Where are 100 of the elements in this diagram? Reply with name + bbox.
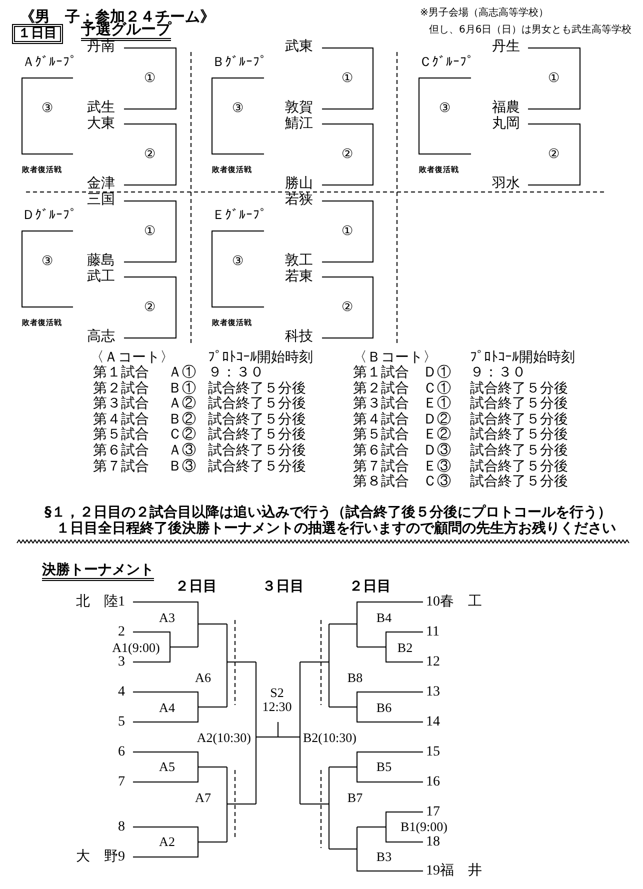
match-label: B4 <box>376 611 392 625</box>
seed-number: 12 <box>426 654 440 670</box>
match-label: A4 <box>159 701 175 715</box>
match-label: B3 <box>376 850 392 864</box>
day-heading: ２日目 <box>349 580 391 594</box>
note-text: §１，２日目の２試合目以降は追い込みで行う（試合終了後５分後にプロトコールを行う） <box>44 506 612 520</box>
section-heading: 決勝トーナメント <box>42 563 154 581</box>
seed-number: 16 <box>426 774 440 790</box>
seed-number: 2 <box>118 624 125 640</box>
game-number: 第３試合 <box>353 396 409 412</box>
team-name: 武生 <box>87 100 115 116</box>
match-code: Ｄ② <box>423 412 451 428</box>
match-number: ③ <box>232 254 244 268</box>
match-label: B7 <box>347 791 363 805</box>
match-code: Ａ② <box>168 396 196 412</box>
day-heading: ３日目 <box>262 580 304 594</box>
start-time: 試合終了５分後 <box>470 444 568 458</box>
team-name: 福農 <box>492 100 520 116</box>
game-number: 第１試合 <box>93 366 149 380</box>
column-heading: ﾌﾟﾛﾄｺｰﾙ開始時刻 <box>470 350 575 366</box>
match-code: Ｂ② <box>168 412 196 428</box>
seed-number: 14 <box>426 714 440 730</box>
start-time: 試合終了５分後 <box>208 396 306 412</box>
team-name: 藤島 <box>87 254 115 268</box>
seed-number: 18 <box>426 834 440 850</box>
match-label: A3 <box>159 611 175 625</box>
match-label: A6 <box>195 671 211 685</box>
group-label: Ｄｸﾞﾙｰﾌﾟ <box>22 208 77 222</box>
team-name: 10春 工 <box>426 594 482 610</box>
match-label: B6 <box>376 701 392 715</box>
seed-number: 8 <box>118 820 125 834</box>
match-code: Ｅ① <box>423 396 451 412</box>
game-number: 第６試合 <box>353 444 409 458</box>
match-label: A2 <box>159 835 175 849</box>
game-number: 第５試合 <box>353 428 409 443</box>
start-time: 試合終了５分後 <box>470 381 568 396</box>
team-name: 北 陸1 <box>76 594 125 610</box>
team-name: 大東 <box>87 116 115 132</box>
match-label: B8 <box>347 671 363 685</box>
game-number: 第１試合 <box>353 366 409 380</box>
start-time: 試合終了５分後 <box>470 428 568 443</box>
group-label: Ａｸﾞﾙｰﾌﾟ <box>22 55 77 69</box>
seed-number: 5 <box>118 714 125 730</box>
team-name: 鯖江 <box>285 116 313 132</box>
game-number: 第７試合 <box>93 459 149 474</box>
seed-number: 11 <box>426 624 440 640</box>
match-label: B2 <box>397 641 413 655</box>
match-label: A1(9:00) <box>112 641 160 655</box>
match-number: ① <box>342 71 354 85</box>
final-match-label: S2 12:30 <box>262 686 292 714</box>
seed-number: 6 <box>118 744 125 760</box>
start-time: 試合終了５分後 <box>470 459 568 474</box>
match-code: Ｃ① <box>423 381 451 396</box>
start-time: 試合終了５分後 <box>208 444 306 458</box>
column-heading: ﾌﾟﾛﾄｺｰﾙ開始時刻 <box>208 350 313 366</box>
team-name: 武工 <box>87 270 115 284</box>
game-number: 第８試合 <box>353 474 409 490</box>
match-code: Ｃ② <box>168 428 196 443</box>
team-name: 武東 <box>285 40 313 54</box>
match-code: Ｄ① <box>423 366 451 380</box>
match-number: ② <box>144 147 156 161</box>
match-number: ③ <box>42 101 54 115</box>
match-code: Ａ① <box>168 366 196 380</box>
match-number: ② <box>548 147 560 161</box>
start-time: 試合終了５分後 <box>470 412 568 428</box>
note-text: ※男子会場（高志高等学校） <box>420 8 548 18</box>
match-number: ③ <box>439 101 451 115</box>
note-text: 但し、6月6日（日）は男女とも武生高等学校 <box>429 24 632 36</box>
game-number: 第４試合 <box>353 412 409 428</box>
game-number: 第２試合 <box>93 381 149 396</box>
match-label: B2(10:30) <box>303 731 356 745</box>
team-name: 大 野9 <box>76 850 125 864</box>
match-number: ② <box>144 300 156 314</box>
team-name: 敦工 <box>285 254 313 268</box>
team-name: 若狭 <box>285 192 313 208</box>
start-time: ９：３０ <box>470 366 526 380</box>
team-name: 19福 井 <box>426 864 482 878</box>
match-label: A2(10:30) <box>196 731 251 745</box>
note-text: １日目全日程終了後決勝トーナメントの抽選を行いますので顧問の先生方お残りください <box>56 522 616 536</box>
team-name: 羽水 <box>492 176 520 192</box>
match-code: Ｄ③ <box>423 444 451 458</box>
seed-number: 7 <box>118 774 125 790</box>
team-name: 勝山 <box>285 176 313 192</box>
group-label: Ｅｸﾞﾙｰﾌﾟ <box>212 208 267 222</box>
match-number: ① <box>548 71 560 85</box>
seed-number: 3 <box>118 654 125 670</box>
seed-number: 13 <box>426 684 440 700</box>
start-time: 試合終了５分後 <box>470 474 568 490</box>
group-label: Ｃｸﾞﾙｰﾌﾟ <box>419 55 474 69</box>
match-number: ② <box>342 147 354 161</box>
match-code: Ａ③ <box>168 444 196 458</box>
start-time: 試合終了５分後 <box>208 459 306 474</box>
match-label: B5 <box>376 760 392 774</box>
day-heading: ２日目 <box>175 580 217 594</box>
day-badge: １日目 <box>12 24 63 44</box>
match-code: Ｂ③ <box>168 459 196 474</box>
match-number: ① <box>342 224 354 238</box>
match-number: ① <box>144 224 156 238</box>
start-time: 試合終了５分後 <box>208 381 306 396</box>
match-label: A5 <box>159 760 175 774</box>
